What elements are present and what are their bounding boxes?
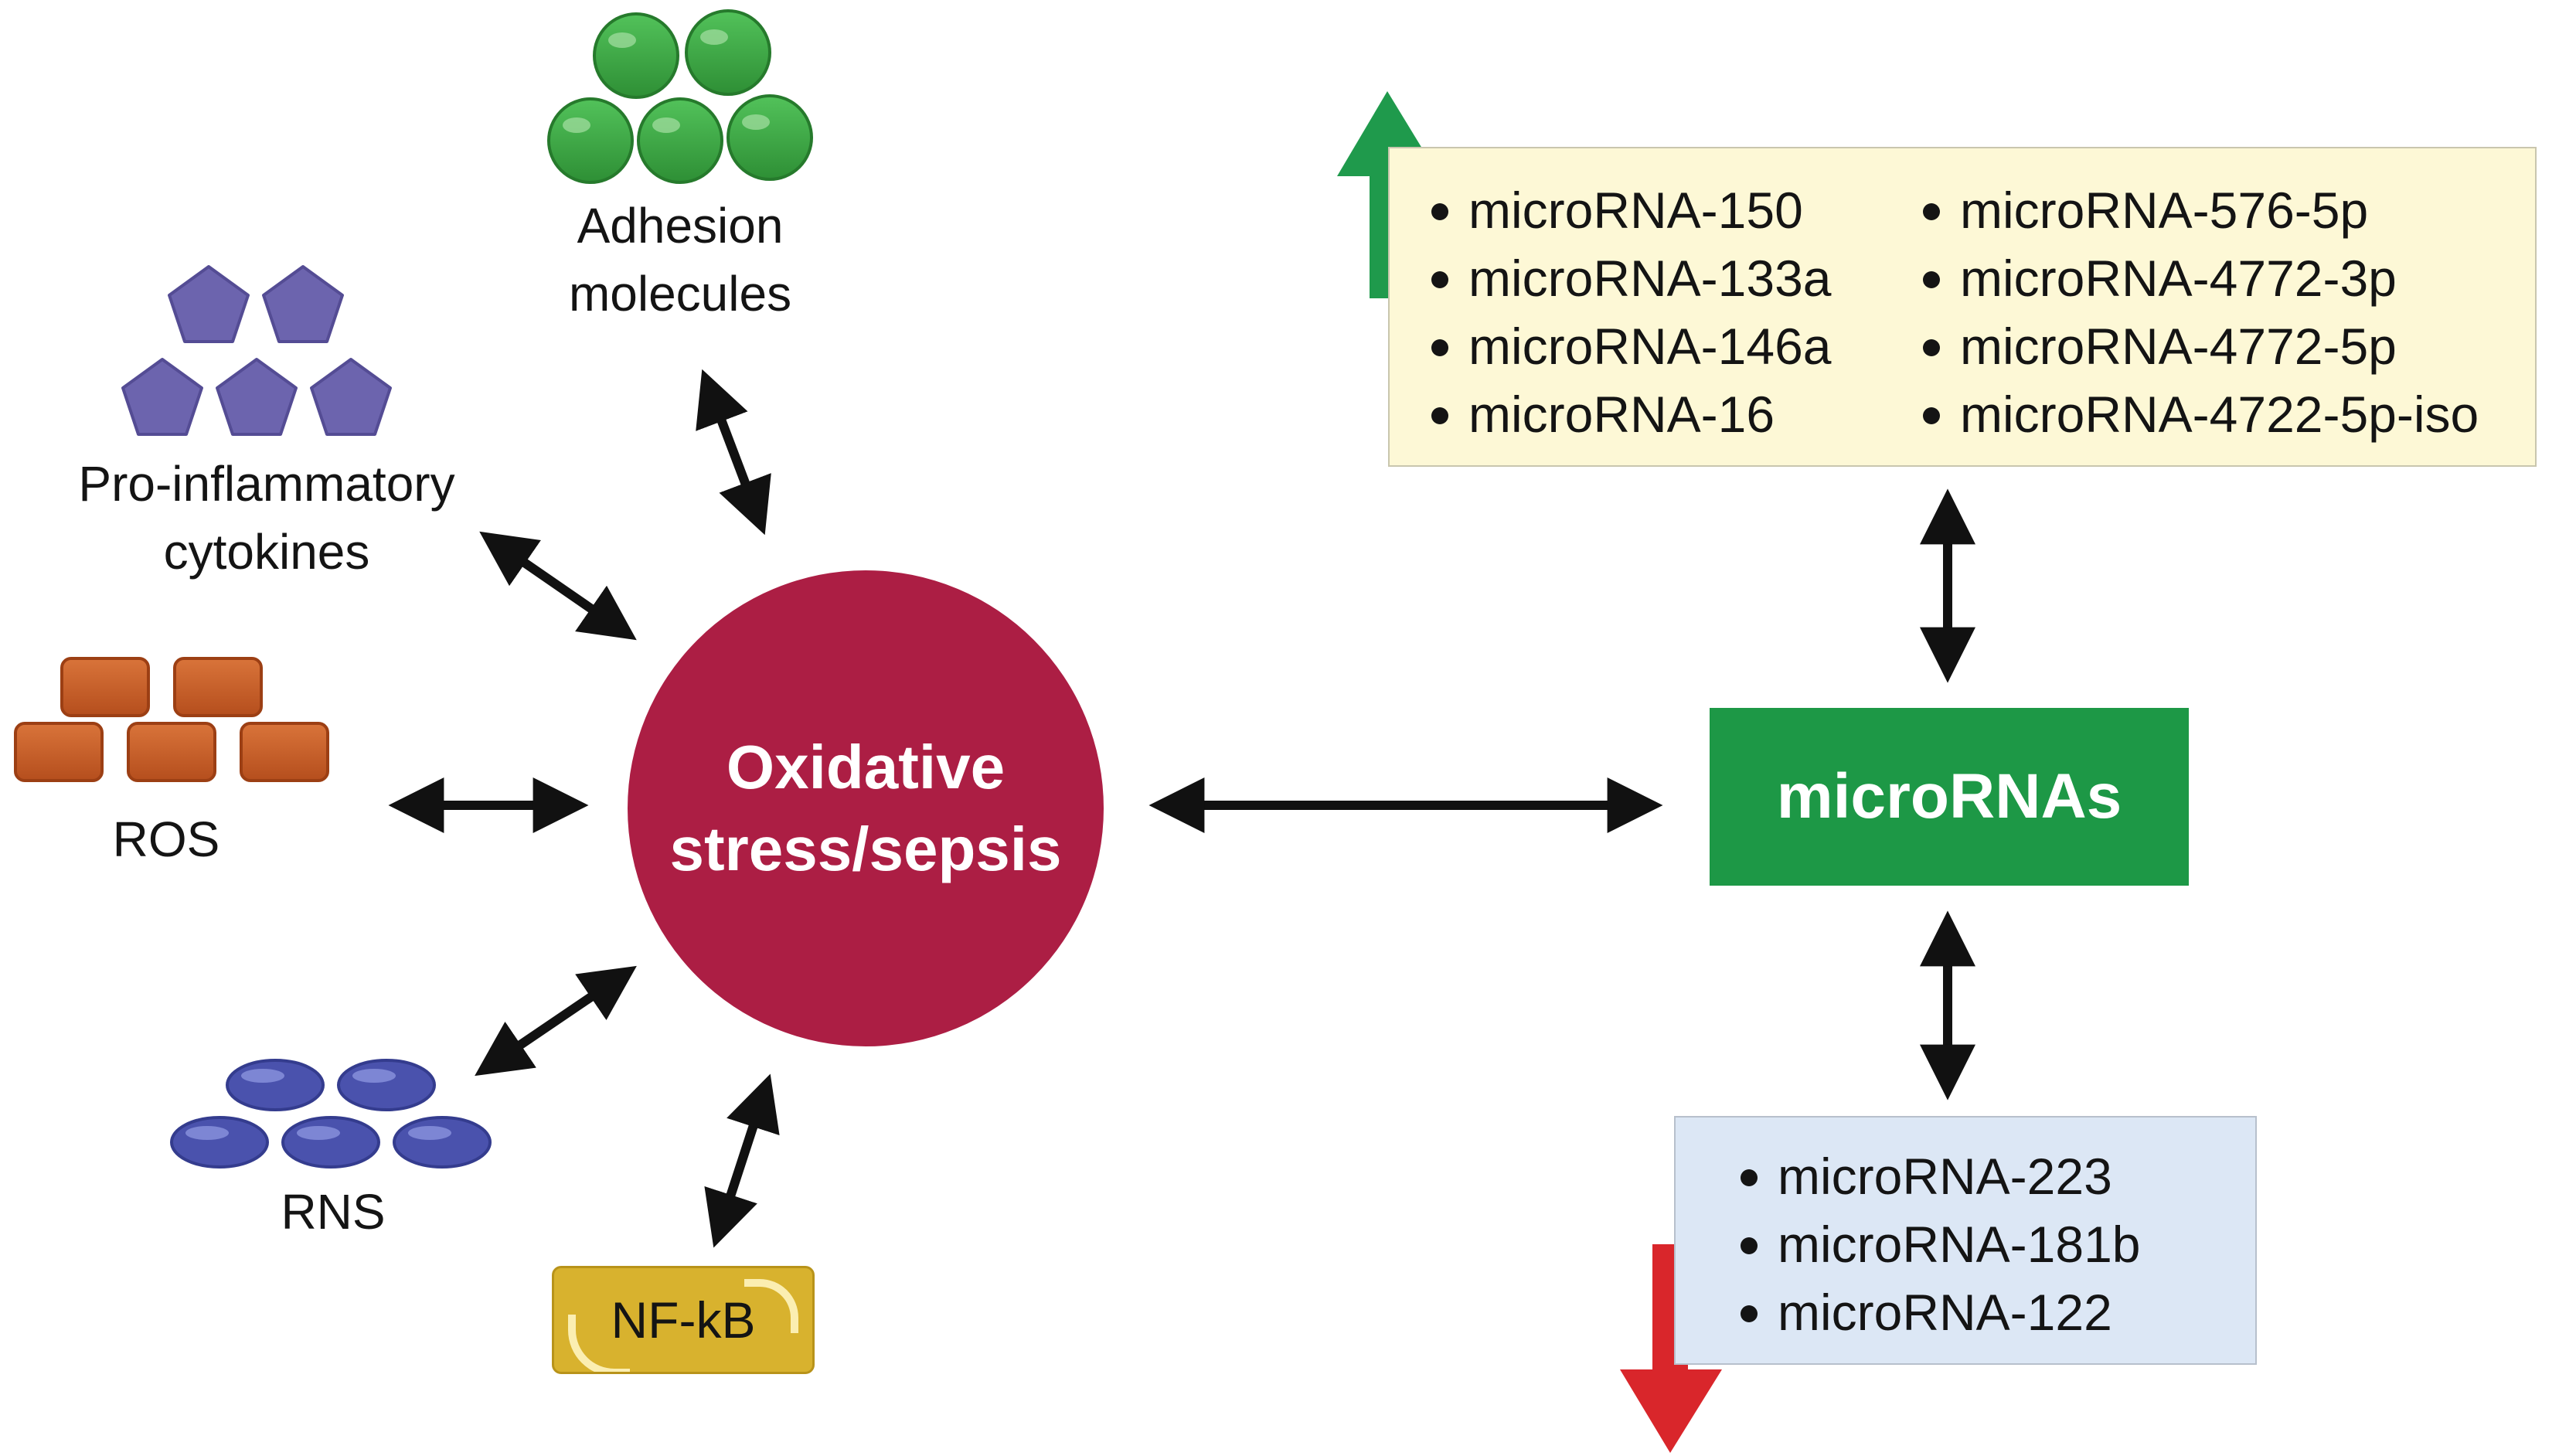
list-item: microRNA-181b	[1741, 1210, 2140, 1278]
oxidative-stress-sepsis-node: Oxidative stress/sepsis	[628, 570, 1104, 1046]
upregulated-mirna-box: microRNA-150 microRNA-133a microRNA-146a…	[1388, 147, 2537, 467]
list-item: microRNA-133a	[1431, 244, 1831, 312]
nfkb-arrow	[704, 1073, 780, 1248]
oxidative-stress-sepsis-label: Oxidative stress/sepsis	[669, 733, 1062, 883]
nfkb-glint-icon	[744, 1279, 798, 1333]
rns-icon	[170, 1059, 492, 1169]
nfkb-box: NF-kB	[552, 1266, 815, 1374]
cytokines-arrow	[479, 531, 637, 641]
adhesion-arrow	[696, 369, 771, 536]
ros-label: ROS	[112, 811, 220, 867]
upregulated-list-right: microRNA-576-5p microRNA-4772-3p microRN…	[1923, 176, 2479, 448]
cytokines-icon	[121, 265, 392, 436]
list-item: microRNA-16	[1431, 380, 1831, 448]
list-item: microRNA-150	[1431, 176, 1831, 244]
ros-icon	[14, 657, 329, 782]
nfkb-glint-icon	[568, 1315, 630, 1372]
list-item: microRNA-146a	[1431, 312, 1831, 380]
list-item: microRNA-223	[1741, 1142, 2140, 1210]
cytokines-label: Pro-inflammatory cytokines	[78, 456, 455, 580]
list-item: microRNA-4772-3p	[1923, 244, 2479, 312]
rns-label: RNS	[281, 1184, 386, 1240]
list-item: microRNA-576-5p	[1923, 176, 2479, 244]
micrornas-node: microRNAs	[1710, 708, 2189, 886]
downregulated-mirna-box: microRNA-223 microRNA-181b microRNA-122	[1674, 1116, 2257, 1365]
rns-arrow	[475, 965, 637, 1077]
nfkb-label: NF-kB	[611, 1291, 756, 1349]
list-item: microRNA-4722-5p-iso	[1923, 380, 2479, 448]
list-item: microRNA-4772-5p	[1923, 312, 2479, 380]
adhesion-molecules-label: Adhesion molecules	[568, 198, 792, 321]
downregulated-list: microRNA-223 microRNA-181b microRNA-122	[1741, 1142, 2140, 1346]
upregulated-list-left: microRNA-150 microRNA-133a microRNA-146a…	[1431, 176, 1831, 448]
micrornas-label: microRNAs	[1776, 761, 2122, 832]
list-item: microRNA-122	[1741, 1278, 2140, 1346]
adhesion-molecules-icon	[547, 9, 813, 184]
